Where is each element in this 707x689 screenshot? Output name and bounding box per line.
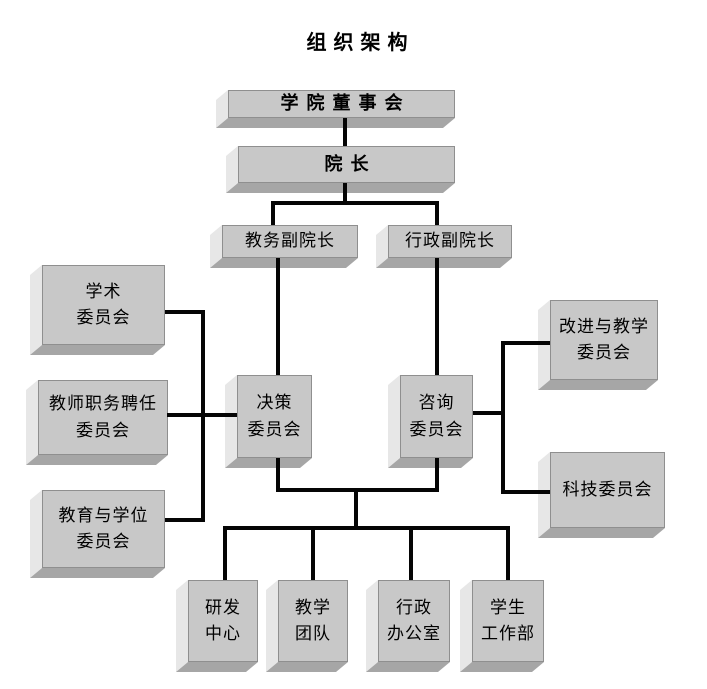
diagram-title: 组织架构	[306, 32, 415, 54]
org-box-board: 学院董事会	[215, 90, 455, 128]
box-bevel-bottom	[225, 183, 455, 193]
connector-line	[409, 526, 413, 580]
connector-line	[354, 488, 358, 530]
box-bevel-left	[30, 490, 42, 578]
box-face: 学院董事会	[228, 90, 455, 118]
box-bevel-bottom	[215, 118, 455, 128]
box-face: 改进与教学 委员会	[550, 300, 658, 380]
box-label: 行政副院长	[405, 231, 495, 251]
box-bevel-bottom	[265, 662, 348, 672]
connector-line	[343, 183, 347, 205]
box-face: 学术 委员会	[42, 265, 165, 345]
box-bevel-bottom	[25, 455, 169, 465]
box-face: 研发 中心	[188, 580, 258, 662]
connector-line	[435, 258, 439, 375]
box-label: 教师职务聘任 委员会	[49, 394, 157, 440]
org-box-student-affairs: 学生 工作部	[459, 580, 544, 672]
connector-line	[165, 518, 205, 522]
connector-line	[435, 458, 439, 492]
box-label: 教育与学位 委员会	[58, 505, 149, 551]
box-bevel-bottom	[365, 662, 450, 672]
box-bevel-bottom	[29, 568, 166, 578]
org-box-advisory-committee: 咨询 委员会	[387, 375, 473, 468]
box-label: 科技委员会	[562, 479, 653, 499]
box-bevel-left	[225, 375, 237, 468]
box-bevel-left	[388, 375, 400, 468]
box-bevel-left	[26, 380, 38, 465]
box-label: 学院董事会	[280, 93, 411, 114]
box-face: 咨询 委员会	[400, 375, 473, 458]
box-label: 改进与教学 委员会	[559, 316, 649, 362]
org-box-appointment-committee: 教师职务聘任 委员会	[25, 380, 169, 465]
connector-line	[501, 341, 550, 345]
connector-line	[223, 526, 510, 530]
org-box-vice-admin: 行政副院长	[375, 225, 512, 268]
box-face: 教务副院长	[222, 225, 358, 258]
box-bevel-bottom	[175, 662, 258, 672]
box-bevel-left	[266, 580, 278, 672]
box-label: 决策 委员会	[247, 393, 302, 439]
box-face: 教学 团队	[278, 580, 348, 662]
connector-line	[435, 201, 439, 225]
box-label: 学生 工作部	[481, 597, 535, 643]
box-bevel-left	[460, 580, 472, 672]
box-bevel-left	[176, 580, 188, 672]
connector-line	[165, 310, 205, 314]
connector-line	[223, 526, 227, 580]
box-label: 行政 办公室	[387, 597, 441, 643]
box-bevel-bottom	[209, 258, 358, 268]
connector-line	[271, 201, 275, 225]
box-bevel-left	[538, 452, 550, 538]
connector-line	[473, 411, 505, 415]
box-face: 院长	[238, 146, 455, 183]
org-box-improvement-committee: 改进与教学 委员会	[537, 300, 658, 390]
box-label: 教务副院长	[245, 231, 335, 251]
org-box-vice-academic: 教务副院长	[209, 225, 358, 268]
connector-line	[311, 526, 315, 580]
box-label: 咨询 委员会	[409, 393, 464, 439]
box-face: 行政 办公室	[378, 580, 450, 662]
connector-line	[343, 118, 347, 146]
org-box-teaching-team: 教学 团队	[265, 580, 348, 672]
org-box-dean: 院长	[225, 146, 455, 193]
box-label: 学术 委员会	[76, 281, 131, 327]
box-face: 科技委员会	[550, 452, 665, 528]
box-bevel-bottom	[537, 380, 658, 390]
connector-line	[167, 413, 237, 417]
box-bevel-left	[366, 580, 378, 672]
org-box-academic-committee: 学术 委员会	[29, 265, 166, 355]
connector-line	[501, 341, 505, 494]
org-box-rd-center: 研发 中心	[175, 580, 258, 672]
connector-line	[276, 258, 280, 375]
box-bevel-bottom	[537, 528, 665, 538]
connector-line	[506, 526, 510, 580]
box-label: 研发 中心	[205, 597, 241, 643]
org-box-decision-committee: 决策 委员会	[224, 375, 312, 468]
org-box-admin-office: 行政 办公室	[365, 580, 450, 672]
box-label: 院长	[324, 153, 377, 174]
box-bevel-bottom	[375, 258, 512, 268]
box-face: 决策 委员会	[237, 375, 312, 458]
box-face: 行政副院长	[388, 225, 512, 258]
box-bevel-left	[30, 265, 42, 355]
box-label: 教学 团队	[295, 597, 331, 643]
org-box-sci-tech-committee: 科技委员会	[537, 452, 665, 538]
box-bevel-bottom	[224, 458, 312, 468]
connector-line	[501, 490, 550, 494]
box-bevel-bottom	[29, 345, 166, 355]
connector-line	[276, 458, 280, 492]
box-face: 学生 工作部	[472, 580, 544, 662]
box-face: 教育与学位 委员会	[42, 490, 165, 568]
box-bevel-bottom	[459, 662, 544, 672]
box-bevel-bottom	[387, 458, 473, 468]
connector-line	[271, 201, 439, 205]
box-face: 教师职务聘任 委员会	[38, 380, 168, 455]
org-box-education-degree-committee: 教育与学位 委员会	[29, 490, 166, 578]
